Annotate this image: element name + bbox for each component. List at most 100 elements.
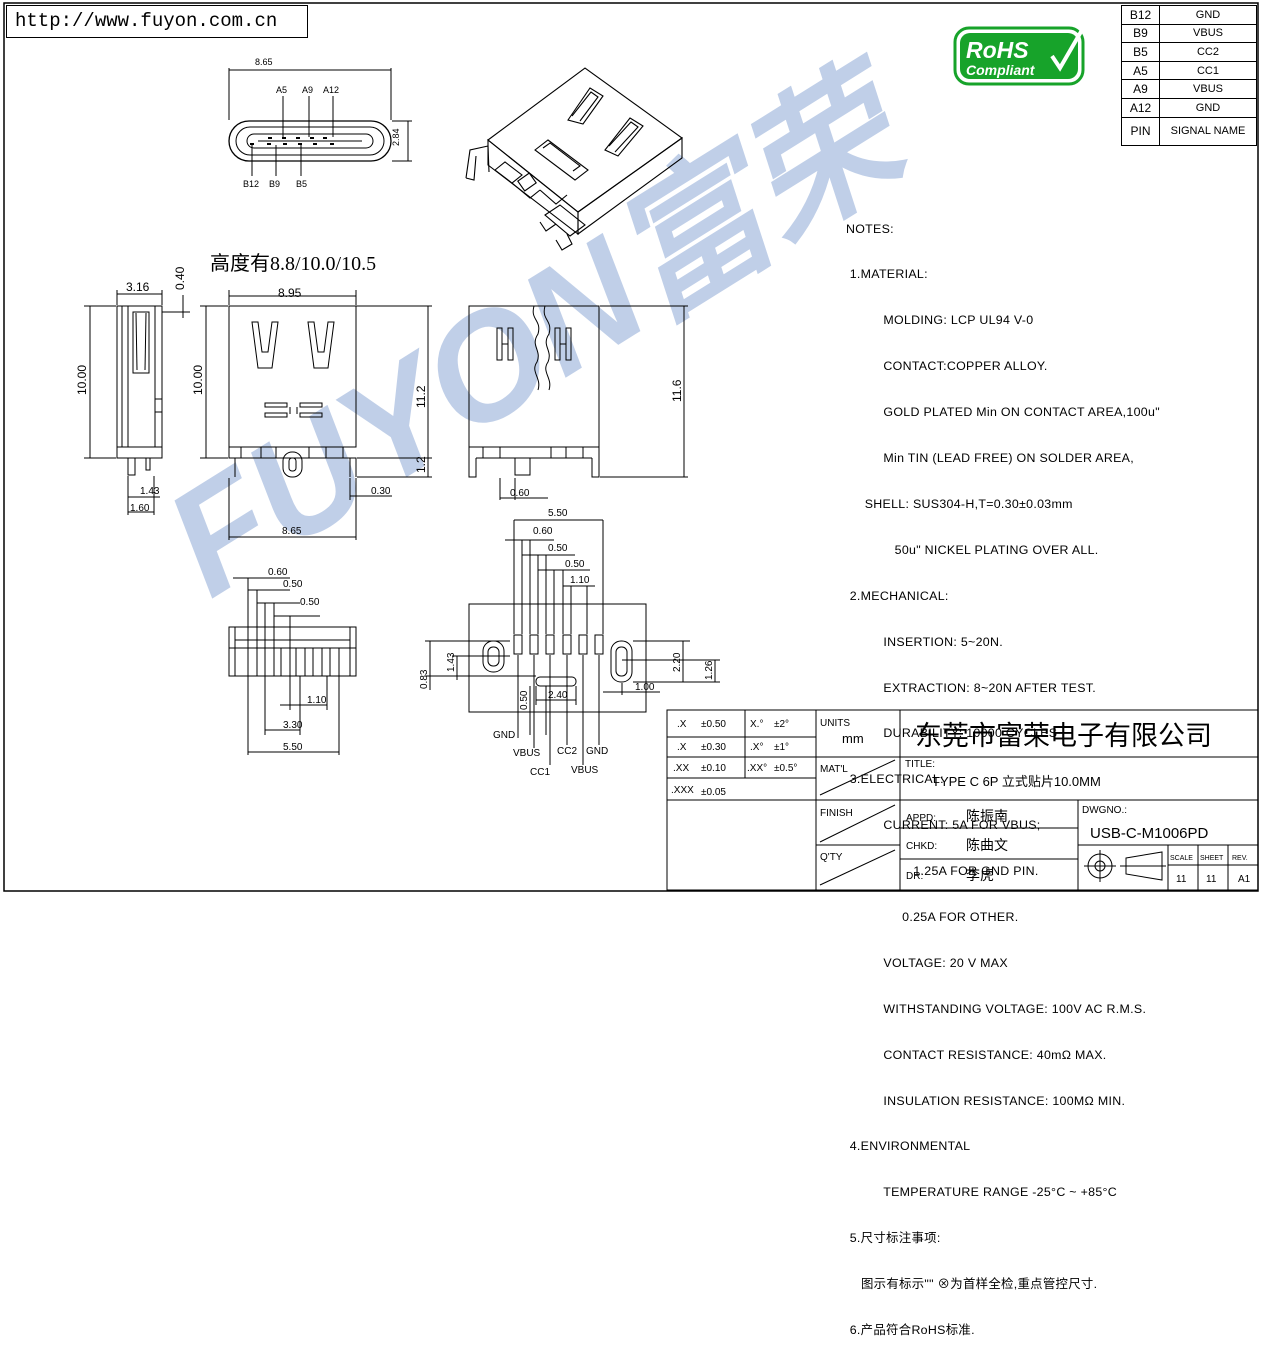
bottom-dim-label: 0.50 [283,579,303,590]
note-line: CURRENT: 5A FOR VBUS; [846,818,1041,833]
footprint-pin-label: VBUS [513,748,541,759]
note-line: 图示有标示"" ⊗为首样全检,重点管控尺寸. [846,1277,1098,1292]
rohs-title: RoHS [966,37,1029,63]
main-dim-label: 8.65 [282,526,302,537]
bottom-dim-label: 0.60 [268,567,288,578]
rev-value: A1 [1238,874,1251,885]
side-dim-label: 1.43 [140,486,160,497]
drawing-canvas: FUYON富荣 8.65 2.84 A5 A9 A12 B12 B9 B5 [3,2,1259,892]
check-icon [1050,28,1084,72]
footprint-pin-label: CC2 [557,746,577,757]
back-dim-label: 0.60 [510,488,530,499]
drawing-border [3,2,1259,892]
note-line: 3.ELECTRICAL: [846,772,944,787]
side-dim-label: 10.00 [75,365,89,395]
dr-value: 李虎 [966,867,994,883]
signal-cell: GND [1159,5,1257,25]
main-dim-label: 0.30 [371,486,391,497]
front-pin-label: A5 [276,85,287,95]
bottom-dim-label: 1.10 [307,695,327,706]
units-value: mm [842,731,864,746]
footprint-dim-label: 1.00 [635,682,655,693]
signal-cell: CC2 [1159,42,1257,62]
rohs-logo: RoHS Compliant [953,26,1085,86]
bottom-view [228,577,357,755]
title-block-lines [666,709,1259,891]
side-dim-label: 1.60 [130,503,150,514]
footprint-pin-label: VBUS [571,765,599,776]
pin-cell: B12 [1121,5,1160,25]
side-view [84,290,190,515]
main-dim-label: 10.00 [191,365,205,395]
note-line: VOLTAGE: 20 V MAX [846,955,1008,970]
signal-cell: VBUS [1159,23,1257,44]
footprint-dim-label: 5.50 [548,508,568,519]
dwgno-label: DWGNO.: [1082,805,1127,816]
tolerance-value: ±0.05 [701,787,726,798]
back-view [468,305,688,500]
dr-label: DR: [906,871,923,882]
note-line: SHELL: SUS304-H,T=0.30±0.03mm [846,496,1073,511]
footprint-dim-label: 0.50 [519,690,530,710]
side-dim-label: 0.40 [173,266,187,290]
footprint-dim-label: 0.50 [565,559,585,570]
footprint-pin-label: GND [586,746,608,757]
bottom-dim-label: 5.50 [283,742,303,753]
pin-cell: A5 [1121,60,1160,81]
dwgno-value: USB-C-M1006PD [1090,825,1209,842]
footprint-pin-label: GND [493,730,515,741]
finish-label: FINISH [820,808,853,819]
company-name: 东莞市富荣电子有限公司 [915,721,1212,751]
chkd-label: CHKD: [906,841,937,852]
footprint-dim-label: 1.26 [704,660,715,680]
tolerance-label: .XXX [671,785,694,796]
tolerance-value: ±0.10 [701,763,726,774]
note-line: INSERTION: 5~20N. [846,634,1003,649]
note-line: EXTRACTION: 8~20N AFTER TEST. [846,680,1097,695]
main-view [200,290,432,540]
sheet-label: SHEET [1200,855,1224,862]
note-line: GOLD PLATED Min ON CONTACT AREA,100u" [846,405,1160,420]
note-line: DURABILITY: 10000 CYCLES [846,726,1058,741]
bottom-dim-label: 0.50 [300,597,320,608]
scale-value: 11 [1176,874,1187,885]
front-pin-label: B9 [269,179,280,189]
note-line: INSULATION RESISTANCE: 100MΩ MIN. [846,1093,1126,1108]
main-dim-label: 8.95 [278,286,302,300]
angle-label: .XX° [747,763,767,774]
rev-label: REV. [1232,855,1248,862]
note-line: 0.25A FOR OTHER. [846,909,1019,924]
front-pin-label: B12 [243,179,259,189]
note-line: 1.MATERIAL: [846,267,928,282]
isometric-view [465,67,683,251]
note-line: NOTES: [846,221,894,236]
pin-cell: A12 [1121,97,1160,118]
appd-value: 陈振南 [966,808,1008,824]
footprint-dim-label: 2.20 [672,652,683,672]
note-line: CONTACT RESISTANCE: 40mΩ MAX. [846,1047,1107,1062]
note-line: TEMPERATURE RANGE -25°C ~ +85°C [846,1185,1118,1200]
front-pin-label: A9 [302,85,313,95]
front-view [228,68,412,176]
note-line: 4.ENVIRONMENTAL [846,1139,971,1154]
pin-cell: A9 [1121,79,1160,99]
main-dim-label: 1.2 [414,456,428,473]
scale-label: SCALE [1170,855,1193,862]
pin-header: PIN [1121,116,1160,146]
note-line: 5.尺寸标注事项: [846,1231,941,1246]
note-line: WITHSTANDING VOLTAGE: 100V AC R.M.S. [846,1001,1147,1016]
height-note: 高度有8.8/10.0/10.5 [210,253,377,275]
angle-value: ±0.5° [774,763,797,774]
signal-header: SIGNAL NAME [1159,116,1257,146]
note-line: Min TIN (LEAD FREE) ON SOLDER AREA, [846,451,1134,466]
pin-cell: B9 [1121,23,1160,44]
website-url: http://www.fuyon.com.cn [6,5,308,38]
